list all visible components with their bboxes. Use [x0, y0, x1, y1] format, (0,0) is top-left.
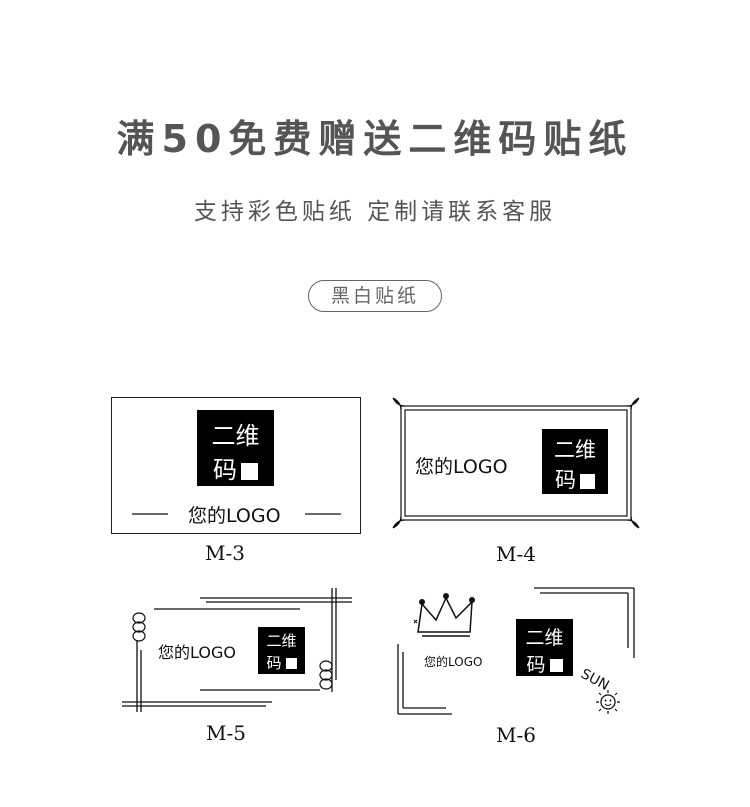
- qr-text-line2: 码: [516, 650, 573, 677]
- qr-square-icon: [241, 462, 258, 480]
- caption-m4: M-4: [496, 542, 536, 566]
- page-title: 满50免费赠送二维码贴纸: [116, 117, 634, 161]
- sticker-m3[interactable]: 二维 码 您的LOGO: [111, 397, 361, 534]
- qr-placeholder: 二维 码: [516, 619, 573, 676]
- logo-text: 您的LOGO: [415, 456, 508, 478]
- qr-text-line1: 二维: [266, 632, 297, 650]
- qr-text-line2: 码: [542, 464, 608, 494]
- line-frame: [122, 588, 352, 712]
- caption-m6: M-6: [496, 723, 536, 747]
- sticker-m5[interactable]: 您的LOGO 二维 码: [120, 588, 355, 718]
- qr-text-line2: 码: [197, 450, 274, 485]
- qr-text-line1: 二维: [554, 438, 596, 462]
- qr-square-icon: [285, 658, 297, 669]
- qr-text-line1: 二维: [525, 627, 564, 649]
- caption-m5: M-5: [206, 721, 246, 745]
- page-subtitle: 支持彩色贴纸 定制请联系客服: [193, 199, 557, 225]
- qr-text-line1: 二维: [211, 422, 260, 450]
- qr-placeholder: 二维 码: [258, 627, 305, 674]
- logo-text: 您的LOGO: [188, 505, 281, 527]
- qr-square-icon: [580, 473, 595, 489]
- crown-icon: [413, 593, 475, 637]
- qr-text-line2: 码: [258, 652, 305, 673]
- line-frame: [397, 587, 635, 715]
- divider-lines: [132, 513, 341, 515]
- sticker-m6[interactable]: 您的LOGO 二维 码 SUN: [396, 586, 640, 718]
- sticker-m4[interactable]: 您的LOGO 二维 码: [391, 396, 641, 530]
- sun-icon: [596, 690, 620, 714]
- logo-text: 您的LOGO: [158, 643, 236, 662]
- qr-square-icon: [549, 659, 563, 672]
- caption-m3: M-3: [205, 541, 245, 565]
- qr-placeholder: 二维 码: [197, 410, 274, 486]
- qr-placeholder: 二维 码: [542, 429, 608, 494]
- category-tag[interactable]: 黑白贴纸: [308, 280, 442, 312]
- ornate-frame: [392, 397, 640, 529]
- logo-text: 您的LOGO: [424, 655, 483, 669]
